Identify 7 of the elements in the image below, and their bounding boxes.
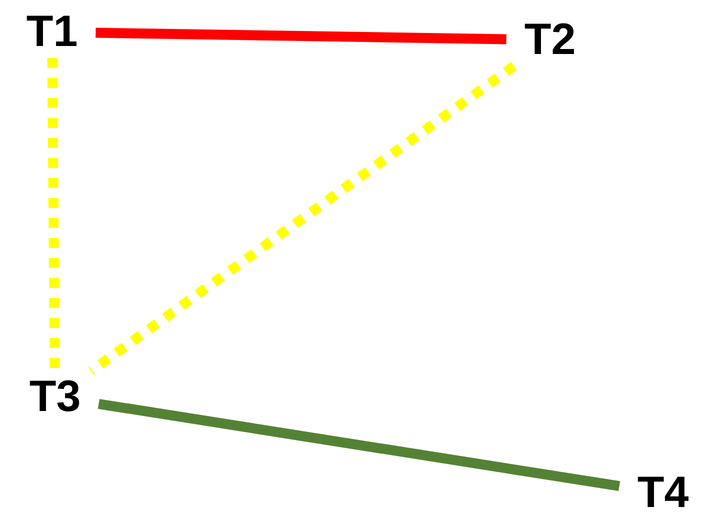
- node-label: T1: [8, 6, 96, 58]
- dotted-line: [88, 62, 517, 376]
- line: [96, 28, 506, 44]
- line: [98, 398, 620, 492]
- node-label: T3: [11, 371, 99, 423]
- node-label: T2: [506, 14, 594, 66]
- node-label: T4: [619, 467, 707, 519]
